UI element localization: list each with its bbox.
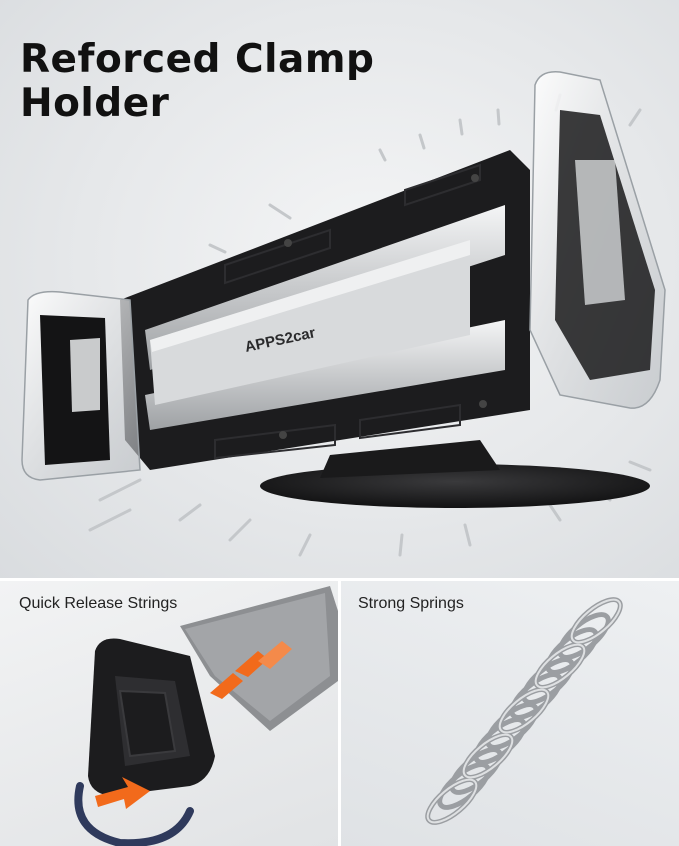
strong-springs-label: Strong Springs [358,595,464,612]
hero-section: APPS2car Reforced Clamp Holder [0,0,679,580]
vertical-divider [338,581,341,846]
spring-coils [425,597,623,825]
hero-title-line-1: Reforced Clamp [20,37,375,82]
left-grip [21,290,141,481]
horizontal-divider [0,578,679,581]
quick-release-panel: Quick Release Strings [0,581,338,846]
clamp-holder-illustration: APPS2car [21,71,666,557]
strong-springs-panel: Strong Springs [341,581,679,846]
spring-illustration [425,597,623,825]
hero-title-line-2: Holder [20,81,170,126]
quick-release-label: Quick Release Strings [19,595,178,612]
stand-base [260,440,650,508]
right-grip [529,71,666,409]
hero-title: Reforced Clamp Holder [20,38,440,126]
clamp-body [120,150,530,470]
quick-release-illustration [74,586,338,846]
